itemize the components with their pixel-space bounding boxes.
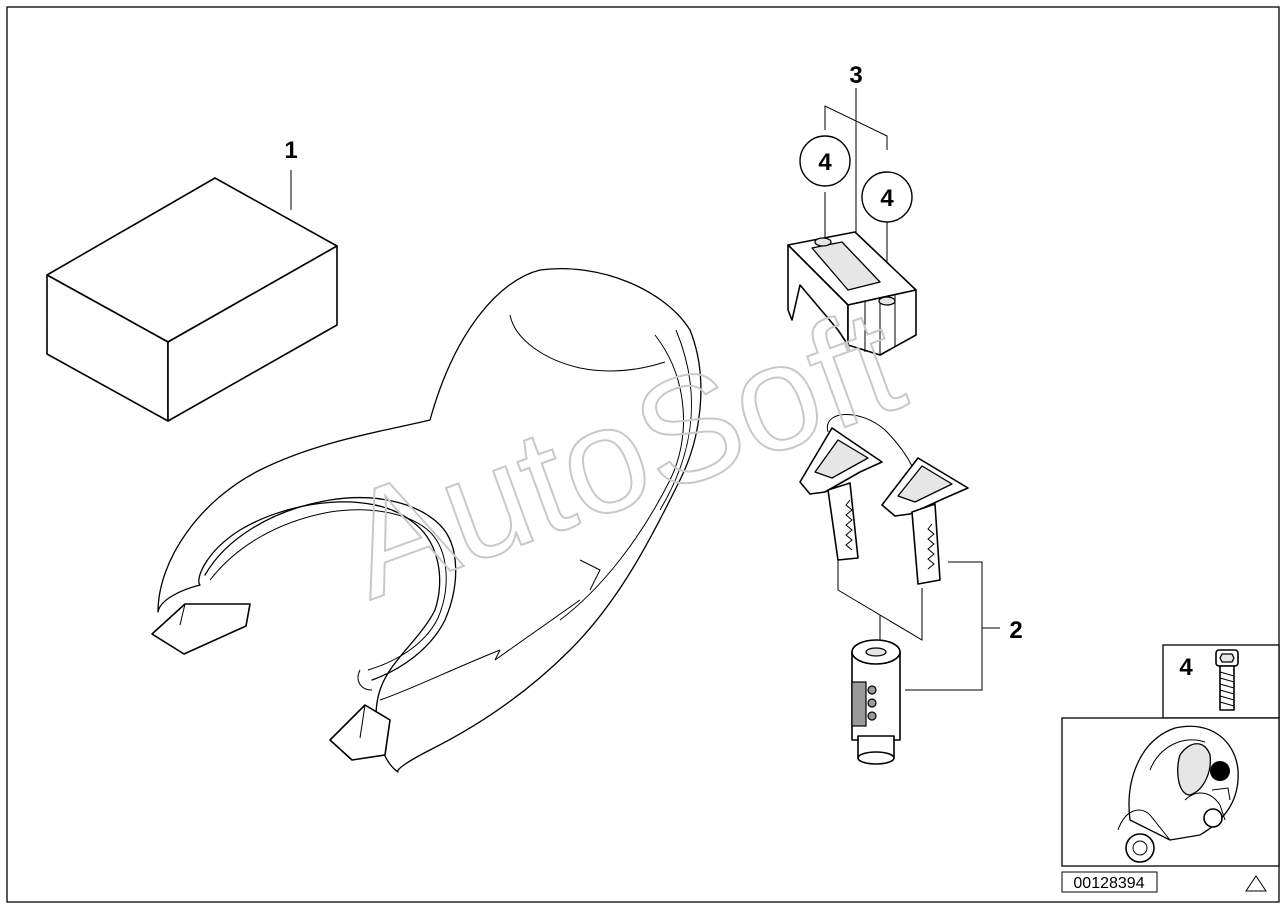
callout-circle-4-left (799, 135, 851, 187)
reference-number: 00128394 (1073, 875, 1144, 892)
part-2-keys (799, 414, 969, 585)
callout-circle-4-right (861, 171, 913, 223)
callout-3: 3 (849, 62, 862, 89)
seat (151, 268, 702, 773)
callout-4-right: 4 (880, 185, 894, 212)
vehicle-icon (1117, 725, 1239, 863)
callout-4-left: 4 (818, 149, 832, 176)
part-1-box (46, 177, 338, 422)
part-2-lock-cylinder (851, 639, 901, 765)
screw-icon (1215, 649, 1239, 711)
location-marker-icon (1210, 761, 1230, 781)
diagram-frame (6, 6, 1280, 903)
callout-2: 2 (1009, 617, 1022, 644)
part-3-bracket (787, 231, 917, 356)
callout-1: 1 (284, 137, 297, 164)
triangle-icon (1245, 875, 1267, 892)
leader-3-bracket (824, 105, 888, 150)
reference-number-box (1061, 871, 1158, 893)
leader-2-bracket (905, 561, 983, 691)
inset-vehicle-box (1061, 717, 1280, 867)
watermark: AutoSoft (323, 275, 921, 630)
inset-callout-4: 4 (1179, 654, 1193, 681)
